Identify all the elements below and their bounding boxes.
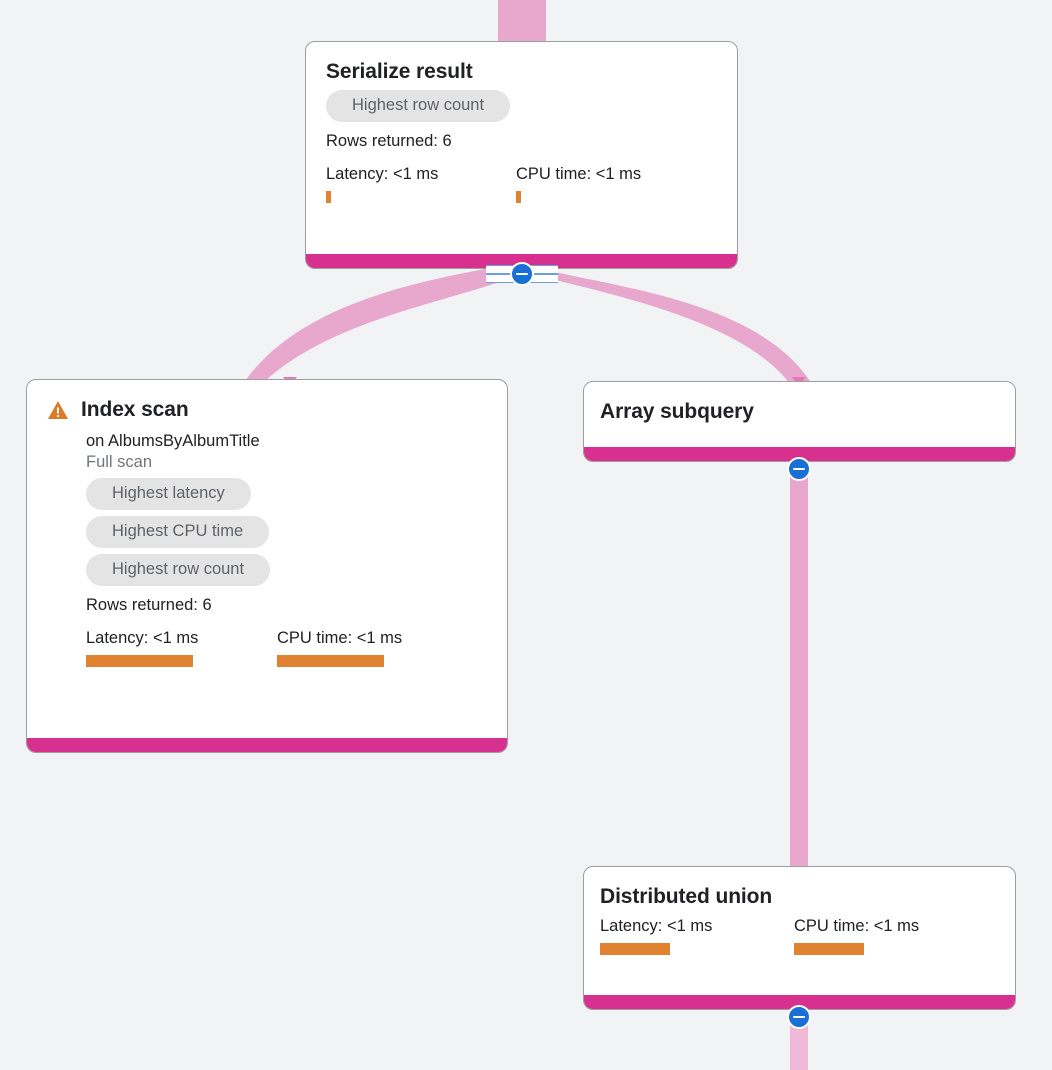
node-title: Distributed union xyxy=(600,885,773,908)
node-array-subquery-body: Array subquery xyxy=(584,382,1015,447)
warning-triangle-icon xyxy=(48,401,68,419)
metric-cpu-time: CPU time: <1 ms xyxy=(516,165,641,203)
metric-cpu-time-label: CPU time: <1 ms xyxy=(277,629,403,647)
chip-highest-latency: Highest latency xyxy=(86,478,251,510)
node-title: Serialize result xyxy=(326,60,473,83)
node-index-scan[interactable]: Index scan on AlbumsByAlbumTitle Full sc… xyxy=(26,379,508,753)
node-array-subquery-footer xyxy=(584,447,1015,461)
node-index-scan-chips: Highest latency Highest CPU time Highest… xyxy=(86,478,487,592)
metric-latency-bar xyxy=(86,655,193,667)
metric-latency: Latency: <1 ms xyxy=(86,629,277,667)
metric-cpu-time: CPU time: <1 ms xyxy=(794,917,919,955)
metric-latency-label: Latency: <1 ms xyxy=(326,165,439,183)
edge-serialize-to-index-scan xyxy=(243,266,521,384)
metric-cpu-time-label: CPU time: <1 ms xyxy=(794,917,920,935)
node-title: Array subquery xyxy=(600,400,754,423)
minus-circle-icon xyxy=(793,467,805,471)
metric-latency: Latency: <1 ms xyxy=(600,917,794,955)
node-index-scan-scan-type: Full scan xyxy=(86,453,153,471)
node-index-scan-footer xyxy=(27,738,507,752)
metric-latency-bar xyxy=(600,943,670,955)
collapse-toggle-serialize-result[interactable] xyxy=(510,262,534,286)
node-index-scan-title-row: Index scan xyxy=(47,398,487,422)
metric-cpu-time-bar xyxy=(516,191,521,203)
edge-array-subquery-to-distributed-union xyxy=(790,462,808,870)
node-distributed-union[interactable]: Distributed union Latency: <1 ms CPU tim… xyxy=(583,866,1016,1010)
node-title: Index scan xyxy=(81,398,189,421)
metric-latency-bar xyxy=(326,191,331,203)
minus-circle-icon xyxy=(793,1015,805,1019)
metric-cpu-time-label: CPU time: <1 ms xyxy=(516,165,642,183)
chip-highest-row-count: Highest row count xyxy=(326,90,511,122)
node-index-scan-metrics: Latency: <1 ms CPU time: <1 ms xyxy=(86,629,487,667)
node-array-subquery-title-row: Array subquery xyxy=(600,400,995,424)
metric-cpu-time-bar xyxy=(794,943,864,955)
chip-highest-cpu-time: Highest CPU time xyxy=(86,516,270,548)
node-serialize-result-title-row: Serialize result xyxy=(326,60,717,84)
node-index-scan-subtitle: on AlbumsByAlbumTitle xyxy=(86,432,260,450)
node-serialize-result-body: Serialize result Highest row count Rows … xyxy=(306,42,737,254)
edge-incoming-root xyxy=(498,0,546,44)
chip-highest-row-count: Highest row count xyxy=(86,554,271,586)
metric-cpu-time-bar xyxy=(277,655,384,667)
node-distributed-union-title-row: Distributed union xyxy=(600,885,995,909)
node-array-subquery[interactable]: Array subquery xyxy=(583,381,1016,462)
node-distributed-union-metrics: Latency: <1 ms CPU time: <1 ms xyxy=(600,917,995,955)
collapse-toggle-array-subquery[interactable] xyxy=(787,457,811,481)
node-serialize-result-footer xyxy=(306,254,737,268)
rows-returned: Rows returned: 6 xyxy=(326,132,452,150)
rows-returned: Rows returned: 6 xyxy=(86,596,212,614)
node-serialize-result-metrics: Latency: <1 ms CPU time: <1 ms xyxy=(326,165,717,203)
node-distributed-union-body: Distributed union Latency: <1 ms CPU tim… xyxy=(584,867,1015,995)
metric-latency-label: Latency: <1 ms xyxy=(600,917,713,935)
metric-latency: Latency: <1 ms xyxy=(326,165,516,203)
edge-serialize-to-array-subquery xyxy=(523,268,812,384)
node-serialize-result-chips: Highest row count xyxy=(326,90,717,128)
metric-latency-label: Latency: <1 ms xyxy=(86,629,199,647)
node-distributed-union-footer xyxy=(584,995,1015,1009)
node-serialize-result[interactable]: Serialize result Highest row count Rows … xyxy=(305,41,738,269)
metric-cpu-time: CPU time: <1 ms xyxy=(277,629,402,667)
collapse-toggle-distributed-union[interactable] xyxy=(787,1005,811,1029)
node-index-scan-body: Index scan on AlbumsByAlbumTitle Full sc… xyxy=(27,380,507,738)
minus-circle-icon xyxy=(516,272,528,276)
